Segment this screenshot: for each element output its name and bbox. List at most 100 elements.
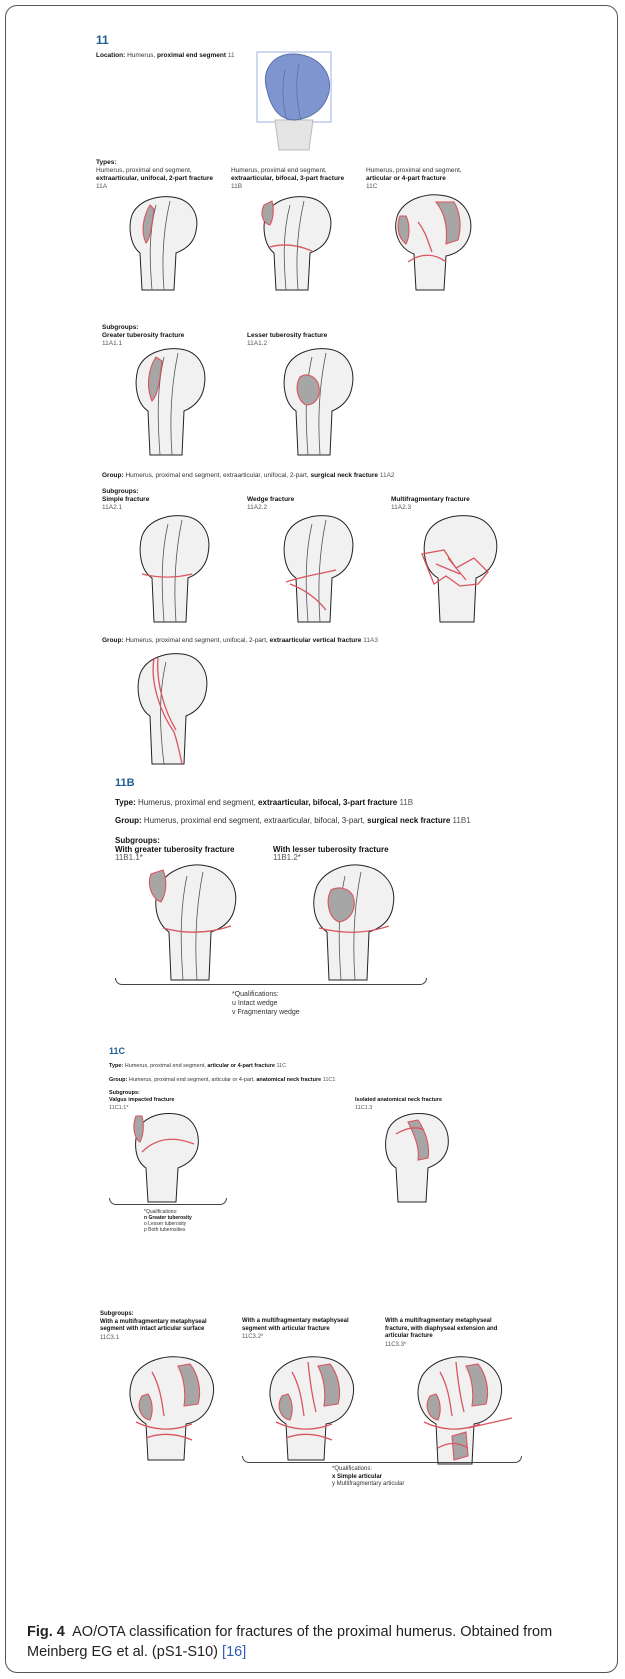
- bone-11a: [122, 195, 202, 290]
- qual-11c3-title: *Qualifications:: [332, 1466, 404, 1474]
- sub-c3-3-l2: fracture, with diaphyseal extension and: [385, 1326, 497, 1334]
- bone-11a3: [130, 652, 212, 764]
- sub-c3-1-code: 11C3.1: [100, 1334, 207, 1342]
- sub-b1-2-code: 11B1.2*: [273, 854, 389, 862]
- group-b1-code: 11B1: [453, 816, 471, 825]
- group-a2-bold: surgical neck fracture: [310, 472, 378, 479]
- type-11b-line1: Humerus, proximal end segment,: [231, 167, 344, 175]
- sub-11a2-2: Wedge fracture 11A2.2: [247, 496, 294, 512]
- sub-11c1-1: Subgroups: Valgus impacted fracture 11C1…: [109, 1090, 174, 1112]
- qual-11c3-1: x Simple articular: [332, 1474, 404, 1482]
- caption-label: Fig. 4: [27, 1624, 65, 1640]
- location-line: Location: Humerus, proximal end segment …: [96, 52, 235, 60]
- group-c1-text: Humerus, proximal end segment, articular…: [129, 1077, 255, 1083]
- type-11b-label-prefix: Type:: [115, 798, 136, 807]
- sub-c1-3-code: 11C1.3: [355, 1104, 442, 1112]
- section-11b-title: 11B: [115, 777, 135, 789]
- group-a2-code: 11A2: [380, 472, 395, 479]
- group-a3-bold: extraarticular vertical fracture: [270, 637, 362, 644]
- sub-c3-3-l3: articular fracture: [385, 1333, 497, 1341]
- type-11c-bold-text: articular or 4-part fracture: [207, 1063, 275, 1069]
- type-11b-bold: extraarticular, bifocal, 3-part fracture: [231, 175, 344, 183]
- sub-b1-1-code: 11B1.1*: [115, 854, 235, 862]
- sub-11c3-3: With a multifragmentary metaphyseal frac…: [385, 1318, 497, 1349]
- type-11c-text: Humerus, proximal end segment,: [125, 1063, 206, 1069]
- group-a2-label: Group:: [102, 472, 124, 479]
- type-11c-bold: articular or 4-part fracture: [366, 175, 462, 183]
- type-11a-code: 11A: [96, 183, 213, 191]
- bone-11a1-1: [128, 347, 210, 455]
- qual-11c1-3: p Both tuberosities: [144, 1227, 192, 1233]
- location-bold: proximal end segment: [157, 52, 226, 59]
- group-a2-text: Humerus, proximal end segment, extraarti…: [125, 472, 308, 479]
- group-11a3-line: Group: Humerus, proximal end segment, un…: [102, 637, 378, 645]
- type-11a-bold: extraarticular, unifocal, 2-part fractur…: [96, 175, 213, 183]
- group-11c1-line: Group: Humerus, proximal end segment, ar…: [109, 1076, 335, 1084]
- qualifications-11c1: *Qualifications: n Greater tuberosity o …: [144, 1209, 192, 1233]
- section-11c-title: 11C: [109, 1045, 125, 1057]
- type-11c-label: Humerus, proximal end segment, articular…: [366, 167, 462, 191]
- group-c1-code: 11C1: [323, 1077, 336, 1083]
- bone-11b: [256, 195, 336, 290]
- sub-11b1-2: With lesser tuberosity fracture 11B1.2*: [273, 845, 389, 862]
- bone-11a2-3: [416, 514, 504, 622]
- bone-11a2-2: [276, 514, 358, 622]
- sub-c3-3-code: 11C3.3*: [385, 1341, 497, 1349]
- types-label: Types:: [96, 159, 213, 167]
- sub-c3-2-code: 11C3.2*: [242, 1333, 349, 1341]
- qualification-brace-11c3: [242, 1456, 522, 1463]
- sub-a2-3-name: Multifragmentary fracture: [391, 496, 470, 504]
- sub-a2-2-name: Wedge fracture: [247, 496, 294, 504]
- type-11b-text: Humerus, proximal end segment,: [138, 798, 256, 807]
- group-b1-label: Group:: [115, 816, 142, 825]
- sub-c3-1-l1: With a multifragmentary metaphyseal: [100, 1319, 207, 1327]
- group-11b1-line: Group: Humerus, proximal end segment, ex…: [115, 817, 471, 825]
- sub-c1-label: Subgroups:: [109, 1090, 174, 1097]
- type-11b-line: Type: Humerus, proximal end segment, ext…: [115, 799, 413, 807]
- bone-11c3-1: [122, 1352, 222, 1460]
- type-11b-code: 11B: [231, 183, 344, 191]
- sub-c1-1-name: Valgus impacted fracture: [109, 1097, 174, 1104]
- sub-a2-1-name: Simple fracture: [102, 496, 149, 504]
- bone-11a1-2: [276, 347, 358, 455]
- type-11b-code-text: 11B: [399, 798, 413, 807]
- bone-11c: [388, 192, 478, 290]
- sub-11c1-3: Isolated anatomical neck fracture 11C1.3: [355, 1097, 442, 1112]
- sub-11c3-2: With a multifragmentary metaphyseal segm…: [242, 1318, 349, 1341]
- caption-reference-link[interactable]: [16]: [222, 1644, 246, 1660]
- location-code: 11: [228, 52, 235, 59]
- group-a3-label: Group:: [102, 637, 124, 644]
- group-c1-label: Group:: [109, 1077, 127, 1083]
- bone-11c1-3: [378, 1112, 452, 1202]
- type-11c-line: Type: Humerus, proximal end segment, art…: [109, 1062, 286, 1070]
- qual-11b-title: *Qualifications:: [232, 990, 300, 999]
- type-11a-label: Types: Humerus, proximal end segment, ex…: [96, 159, 213, 191]
- sub-c3-3-l1: With a multifragmentary metaphyseal: [385, 1318, 497, 1326]
- type-11b-label: Humerus, proximal end segment, extraarti…: [231, 167, 344, 191]
- bone-11c3-2: [262, 1352, 362, 1460]
- type-11c-label-prefix: Type:: [109, 1063, 123, 1069]
- qualifications-11b: *Qualifications: u Intact wedge v Fragme…: [232, 990, 300, 1017]
- sub-c1-3-name: Isolated anatomical neck fracture: [355, 1097, 442, 1104]
- figure-caption: Fig. 4 AO/OTA classification for fractur…: [27, 1622, 607, 1662]
- type-11c-code: 11C: [366, 183, 462, 191]
- bone-11c1-1: [128, 1112, 202, 1202]
- qualification-brace-11c1: [109, 1198, 227, 1205]
- type-11a-line1: Humerus, proximal end segment,: [96, 167, 213, 175]
- sub-c3-label: Subgroups:: [100, 1311, 207, 1319]
- location-text: Humerus,: [127, 52, 157, 59]
- bone-11b1-1: [145, 862, 245, 980]
- sub-b1-label: Subgroups:: [115, 836, 235, 845]
- sub-11a1-1: Subgroups: Greater tuberosity fracture 1…: [102, 324, 184, 348]
- sub-11a1-2: Lesser tuberosity fracture 11A1.2: [247, 332, 327, 348]
- group-b1-bold: surgical neck fracture: [367, 816, 450, 825]
- sub-c1-1-code: 11C1.1*: [109, 1104, 174, 1112]
- qualifications-11c3: *Qualifications: x Simple articular y Mu…: [332, 1466, 404, 1489]
- qual-11c3-2: y Multifragmentary articular: [332, 1481, 404, 1489]
- group-b1-text: Humerus, proximal end segment, extraarti…: [144, 816, 365, 825]
- sub-11a2-1: Subgroups: Simple fracture 11A2.1: [102, 488, 149, 512]
- sub-a2-2-code: 11A2.2: [247, 504, 294, 512]
- sub-a2-label: Subgroups:: [102, 488, 149, 496]
- group-11a2-line: Group: Humerus, proximal end segment, ex…: [102, 472, 395, 480]
- sub-c3-2-l2: segment with articular fracture: [242, 1326, 349, 1334]
